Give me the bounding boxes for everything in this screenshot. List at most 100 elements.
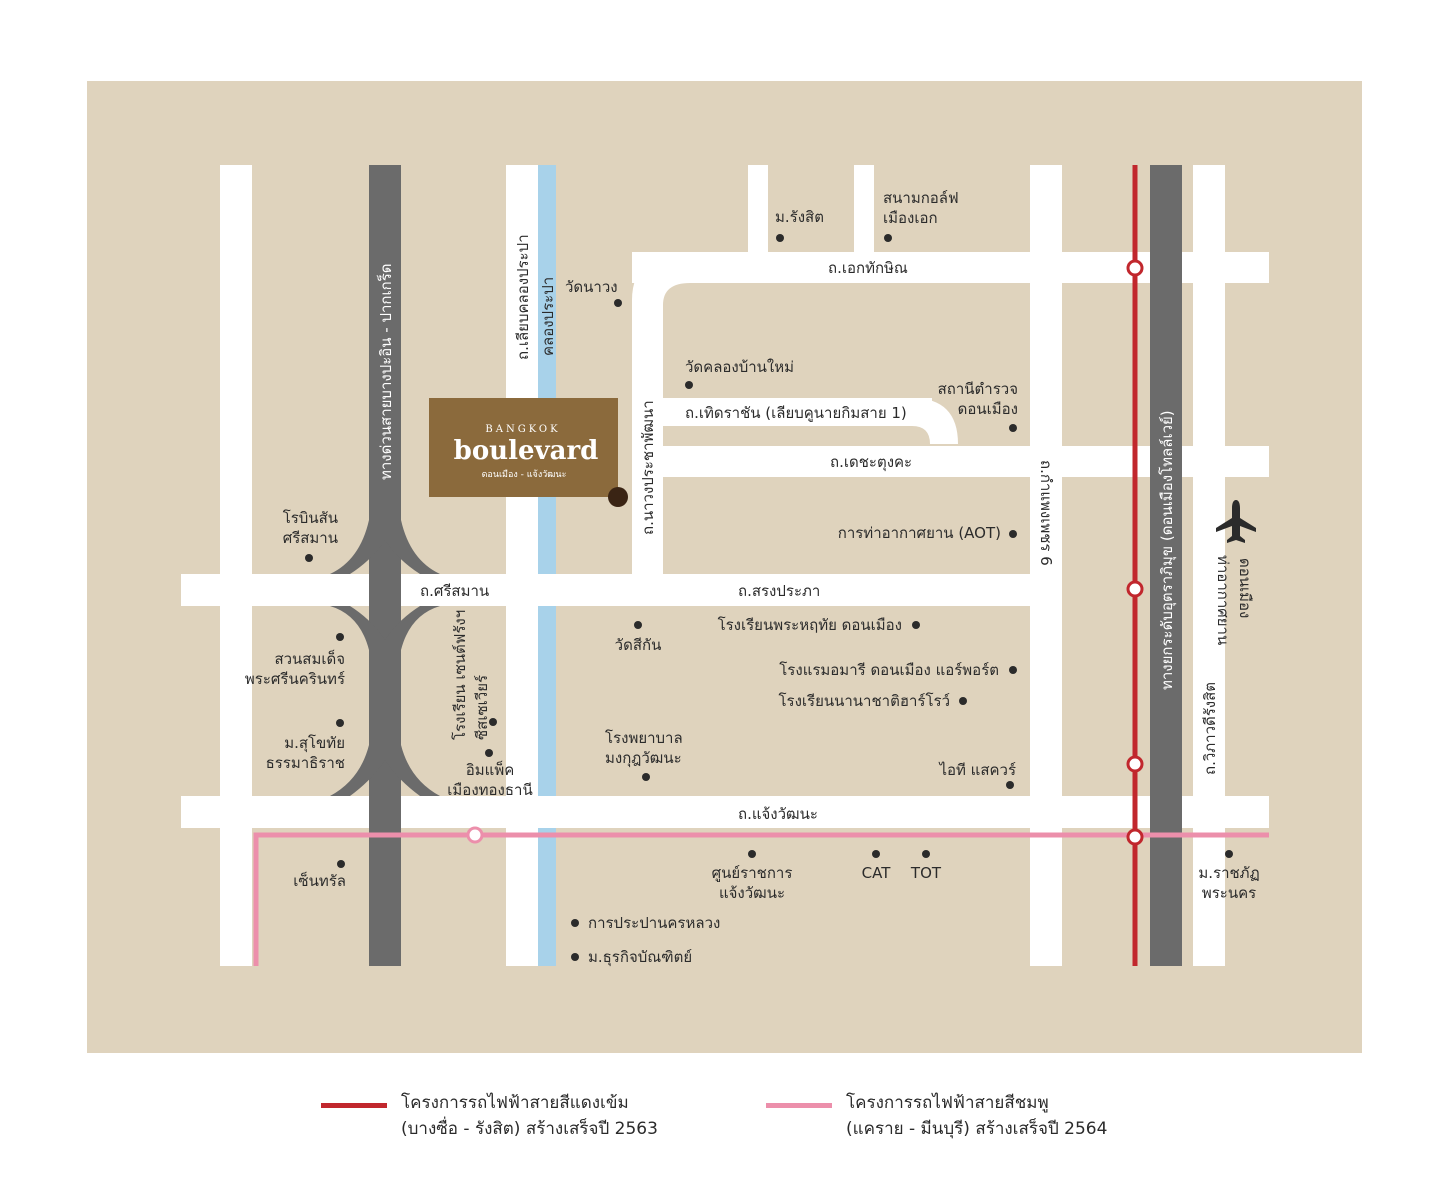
vibhavadi-label: ถ.วิภาวดีรังสิต: [1201, 682, 1219, 775]
dot-pnru: [1225, 850, 1233, 858]
park-label-2: พระศรีนครินทร์: [245, 670, 345, 688]
road-golf-spur: [854, 165, 874, 255]
interchange-mid: [330, 606, 440, 796]
golf-label-1: สนามกอล์ฟ: [883, 189, 959, 207]
dot-harrow-school: [959, 697, 967, 705]
dot-wat-si-kan: [634, 621, 642, 629]
map-background: [87, 81, 1362, 1053]
airport-label-2: ดอนเมือง: [1236, 558, 1254, 618]
dot-cat: [872, 850, 880, 858]
st-francis-label-1: โรงเรียน เซนต์ฟรังฯ: [451, 610, 469, 740]
legend-red-line-1: โครงการรถไฟฟ้าสายสีแดงเข้ม: [401, 1093, 629, 1113]
logo-top: BANGKOK: [485, 424, 560, 435]
police-label-1: สถานีตำรวจ: [938, 380, 1018, 398]
road-west-local: [220, 165, 252, 966]
dot-wat-klong-ban-mai: [685, 381, 693, 389]
wat-nawong-label: วัดนาวง: [565, 278, 618, 296]
dot-impact: [485, 749, 493, 757]
thoedrachan-label: ถ.เทิดราชัน (เลียบคูนายกิมสาย 1): [685, 404, 907, 422]
red-station-2: [1126, 580, 1144, 598]
airport-label-1: ท่าอากาศยาน: [1214, 555, 1232, 645]
red-line-swatch: [321, 1103, 387, 1108]
ekthakshin-label: ถ.เอกทักษิณ: [828, 259, 908, 277]
legend-pink-line: โครงการรถไฟฟ้าสายสีชมพู (แคราย - มีนบุรี…: [766, 1090, 1107, 1142]
legend-red-text: โครงการรถไฟฟ้าสายสีแดงเข้ม (บางซื่อ - รั…: [401, 1090, 658, 1142]
tot-label: TOT: [910, 864, 942, 882]
red-station-3: [1126, 755, 1144, 773]
logo-sub: ดอนเมือง - แจ้งวัฒนะ: [482, 469, 567, 480]
project-location-marker: [608, 487, 628, 507]
airplane-icon: [1216, 500, 1256, 543]
cat-label: CAT: [862, 864, 892, 882]
songprapa-label: ถ.สรงประภา: [738, 582, 820, 600]
stou-label-1: ม.สุโขทัย: [284, 734, 345, 753]
road-nawong: [632, 252, 700, 606]
legend-red-line-2: (บางซื่อ - รังสิต) สร้างเสร็จปี 2563: [401, 1119, 658, 1139]
dpu-label: ม.ธุรกิจบัณฑิตย์: [588, 948, 692, 967]
impact-label-1: อิมแพ็ค: [466, 760, 515, 779]
dot-stou: [336, 719, 344, 727]
dot-central: [337, 860, 345, 868]
govt-center-label-2: แจ้งวัฒนะ: [719, 884, 785, 902]
dot-rangsit-univ: [776, 234, 784, 242]
govt-center-label-1: ศูนย์ราชการ: [712, 864, 793, 882]
road-thoedrachan-curve: [912, 398, 958, 444]
bangkok-boulevard-logo: BANGKOK boulevard ดอนเมือง - แจ้งวัฒนะ: [429, 398, 618, 497]
hospital-label-2: มงกุฎวัฒนะ: [605, 749, 682, 768]
stou-label-2: ธรรมาธิราช: [266, 754, 345, 772]
road-sisaman: [181, 574, 1050, 606]
legend-red-line: โครงการรถไฟฟ้าสายสีแดงเข้ม (บางซื่อ - รั…: [321, 1090, 658, 1142]
pink-line-swatch: [766, 1103, 832, 1108]
dot-park: [336, 633, 344, 641]
road-chaengwattana: [181, 796, 1269, 828]
robinson-label-2: ศรีสมาน: [283, 529, 338, 547]
dot-hospital: [642, 773, 650, 781]
dot-dpu: [571, 953, 579, 961]
dot-mwa: [571, 919, 579, 927]
dot-robinson: [305, 554, 313, 562]
dot-tot: [922, 850, 930, 858]
interchange-north: [330, 520, 440, 574]
dechatungkha-label: ถ.เดชะตุงคะ: [830, 453, 912, 472]
expressway-west-label: ทางด่วนสายบางปะอิน - ปากเกร็ด: [376, 263, 395, 480]
hathai-school-label: โรงเรียนพระหฤทัย ดอนเมือง: [718, 616, 902, 634]
harrow-school-label: โรงเรียนนานาชาติฮาร์โรว์: [778, 692, 950, 710]
dot-amari-hotel: [1009, 666, 1017, 674]
wat-klong-ban-mai-label: วัดคลองบ้านใหม่: [685, 358, 794, 376]
klong-prapa-canal-label: คลองประปา: [539, 277, 557, 356]
legend-pink-text: โครงการรถไฟฟ้าสายสีชมพู (แคราย - มีนบุรี…: [846, 1090, 1107, 1142]
aot-label: การท่าอากาศยาน (AOT): [838, 524, 1001, 542]
wat-si-kan-label: วัดสีกัน: [615, 636, 662, 654]
st-francis-label-2: ซีสเซเวียร์: [473, 675, 491, 740]
dot-aot: [1009, 530, 1017, 538]
pink-station-1: [466, 826, 484, 844]
impact-label-2: เมืองทองธานี: [447, 781, 532, 799]
robinson-label-1: โรบินสัน: [283, 509, 338, 527]
police-label-2: ดอนเมือง: [958, 400, 1018, 418]
chaengwattana-label: ถ.แจ้งวัฒนะ: [738, 805, 818, 823]
legend-pink-line-1: โครงการรถไฟฟ้าสายสีชมพู: [846, 1093, 1049, 1113]
dot-hathai-school: [912, 621, 920, 629]
kamphaeng-phet6-label: ถ.กำแพงเพชร 6: [1037, 460, 1055, 566]
interchange-station: [1126, 828, 1144, 846]
rangsit-univ-label: ม.รังสิต: [775, 208, 824, 226]
amari-hotel-label: โรงแรมอมารี ดอนเมือง แอร์พอร์ต: [779, 661, 999, 679]
dot-wat-nawong: [614, 299, 622, 307]
road-thoedrachan: [632, 398, 932, 426]
legend-pink-line-2: (แคราย - มีนบุรี) สร้างเสร็จปี 2564: [846, 1119, 1108, 1139]
nawong-road-label: ถ.นาวงประชาพัฒนา: [639, 400, 657, 535]
central-label: เซ็นทรัล: [293, 871, 346, 890]
klong-prapa-road-label: ถ.เลียบคลองประปา: [514, 234, 532, 360]
dot-it-square: [1006, 781, 1014, 789]
hospital-label-1: โรงพยาบาล: [605, 729, 683, 747]
dot-govt-center: [748, 850, 756, 858]
klong-prapa-canal: [538, 165, 556, 966]
pnru-label-2: พระนคร: [1202, 884, 1256, 902]
pnru-label-1: ม.ราชภัฏ: [1198, 864, 1259, 882]
dot-st-francis: [489, 718, 497, 726]
road-rangsit-spur: [748, 165, 768, 255]
mwa-label: การประปานครหลวง: [588, 914, 720, 932]
red-station-1: [1126, 259, 1144, 277]
dot-police: [1009, 424, 1017, 432]
